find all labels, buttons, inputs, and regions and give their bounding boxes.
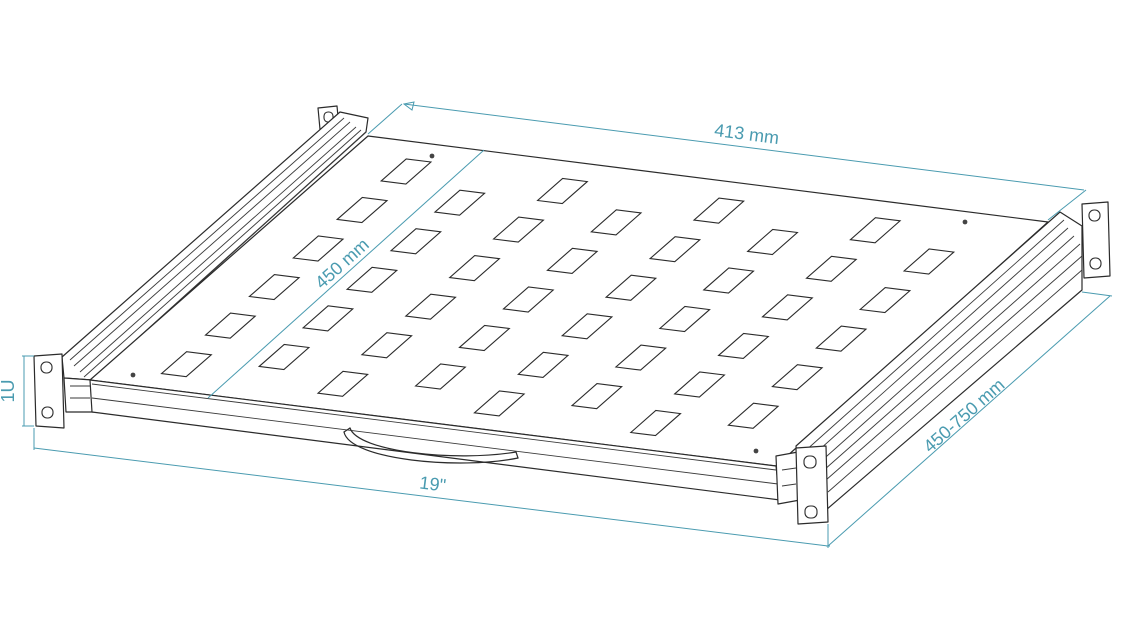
vent-slot (536, 177, 589, 205)
vent-slot (248, 274, 301, 301)
vent-slot (604, 274, 658, 301)
pin (753, 448, 759, 454)
vent-slot (473, 390, 526, 417)
vent-slot (761, 294, 814, 321)
vent-slot (560, 313, 614, 340)
vent-slot (648, 236, 702, 263)
vent-slot (335, 196, 389, 224)
mounting-pins (130, 153, 968, 454)
vent-slot (614, 344, 667, 371)
vent-slot (448, 255, 501, 282)
vent-slot (257, 343, 311, 371)
vent-slot (727, 402, 780, 429)
left-front-mounting-ear (33, 353, 65, 429)
vent-slot (379, 158, 433, 185)
vent-slot (458, 324, 511, 352)
vent-slot (502, 286, 555, 313)
right-front-mounting-ear (795, 445, 829, 525)
vent-slot (771, 364, 824, 391)
pin (962, 219, 968, 225)
right-back-mounting-ear (1081, 201, 1111, 279)
vent-slot (301, 305, 355, 332)
dimension-lines (22, 101, 1113, 548)
vent-slot (546, 247, 599, 274)
vent-slot (204, 312, 257, 339)
vent-slot (414, 363, 467, 390)
vent-slot (815, 325, 868, 352)
vent-slot (404, 293, 457, 320)
pin (130, 372, 136, 378)
vent-slot (717, 332, 770, 359)
vent-slot (849, 217, 902, 244)
dimension-1u: 1U (0, 379, 18, 402)
right-sliding-rail (775, 211, 1083, 511)
dimension-413mm: 413 mm (713, 120, 780, 148)
vent-slot (805, 255, 858, 282)
vent-slot (858, 287, 912, 314)
left-sliding-rail (61, 111, 369, 413)
vent-slot (702, 267, 755, 294)
arrow-head (402, 101, 415, 111)
vent-slot (292, 235, 345, 262)
pin (429, 153, 435, 159)
vent-slot (433, 189, 486, 216)
vent-slot (492, 216, 545, 243)
vent-slot (673, 371, 726, 398)
vent-slot (160, 351, 213, 378)
vent-slot (902, 248, 956, 275)
vent-slot (692, 197, 745, 224)
vent-slot (658, 305, 711, 333)
dimension-19-inch: 19" (418, 473, 447, 496)
shelf-handle (343, 427, 519, 464)
vent-slot (570, 383, 623, 410)
vent-slot (590, 209, 643, 236)
vent-slot (746, 228, 799, 256)
vent-slot (629, 409, 682, 437)
ventilation-slots (160, 158, 956, 437)
vent-slot (345, 266, 399, 293)
vent-slot (517, 351, 570, 378)
vent-slot (316, 370, 369, 397)
vent-slot (389, 228, 442, 255)
vent-slot (360, 332, 413, 359)
